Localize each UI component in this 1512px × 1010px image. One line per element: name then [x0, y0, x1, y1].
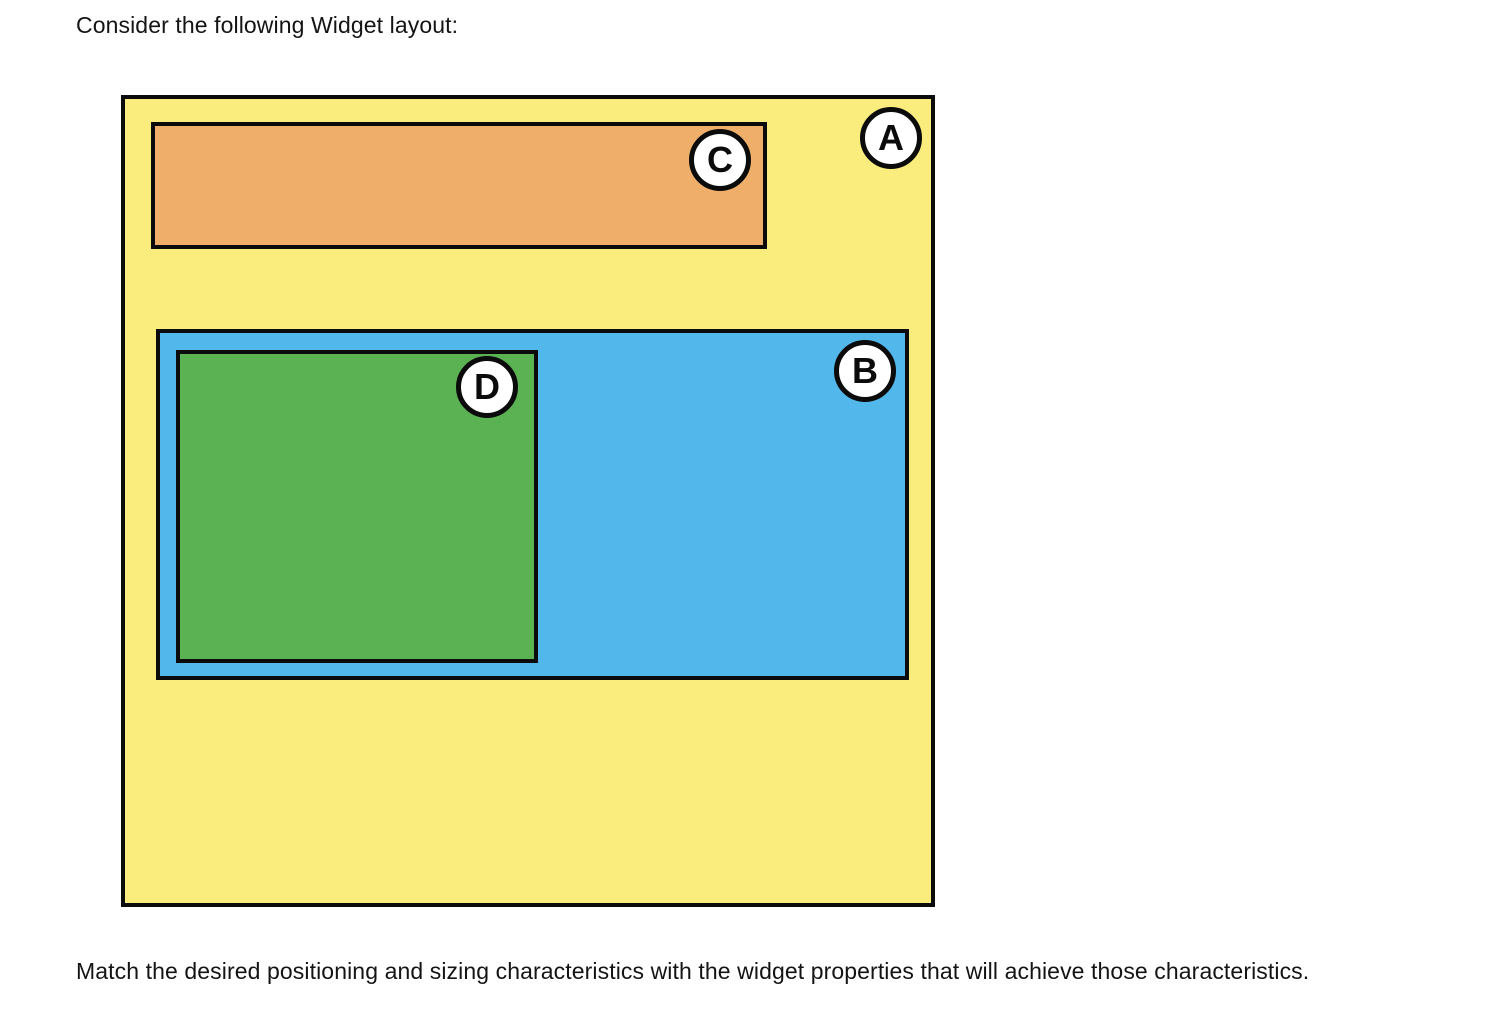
callout-badge-d: D [456, 356, 518, 418]
intro-instruction-text: Consider the following Widget layout: [76, 12, 459, 38]
closing-instruction-text: Match the desired positioning and sizing… [76, 958, 1310, 984]
widget-c-panel [151, 122, 767, 249]
widget-a-container [121, 95, 935, 907]
callout-badge-c: C [689, 129, 751, 191]
callout-badge-a: A [860, 107, 922, 169]
widget-b-container [156, 329, 909, 680]
callout-badge-b: B [834, 340, 896, 402]
